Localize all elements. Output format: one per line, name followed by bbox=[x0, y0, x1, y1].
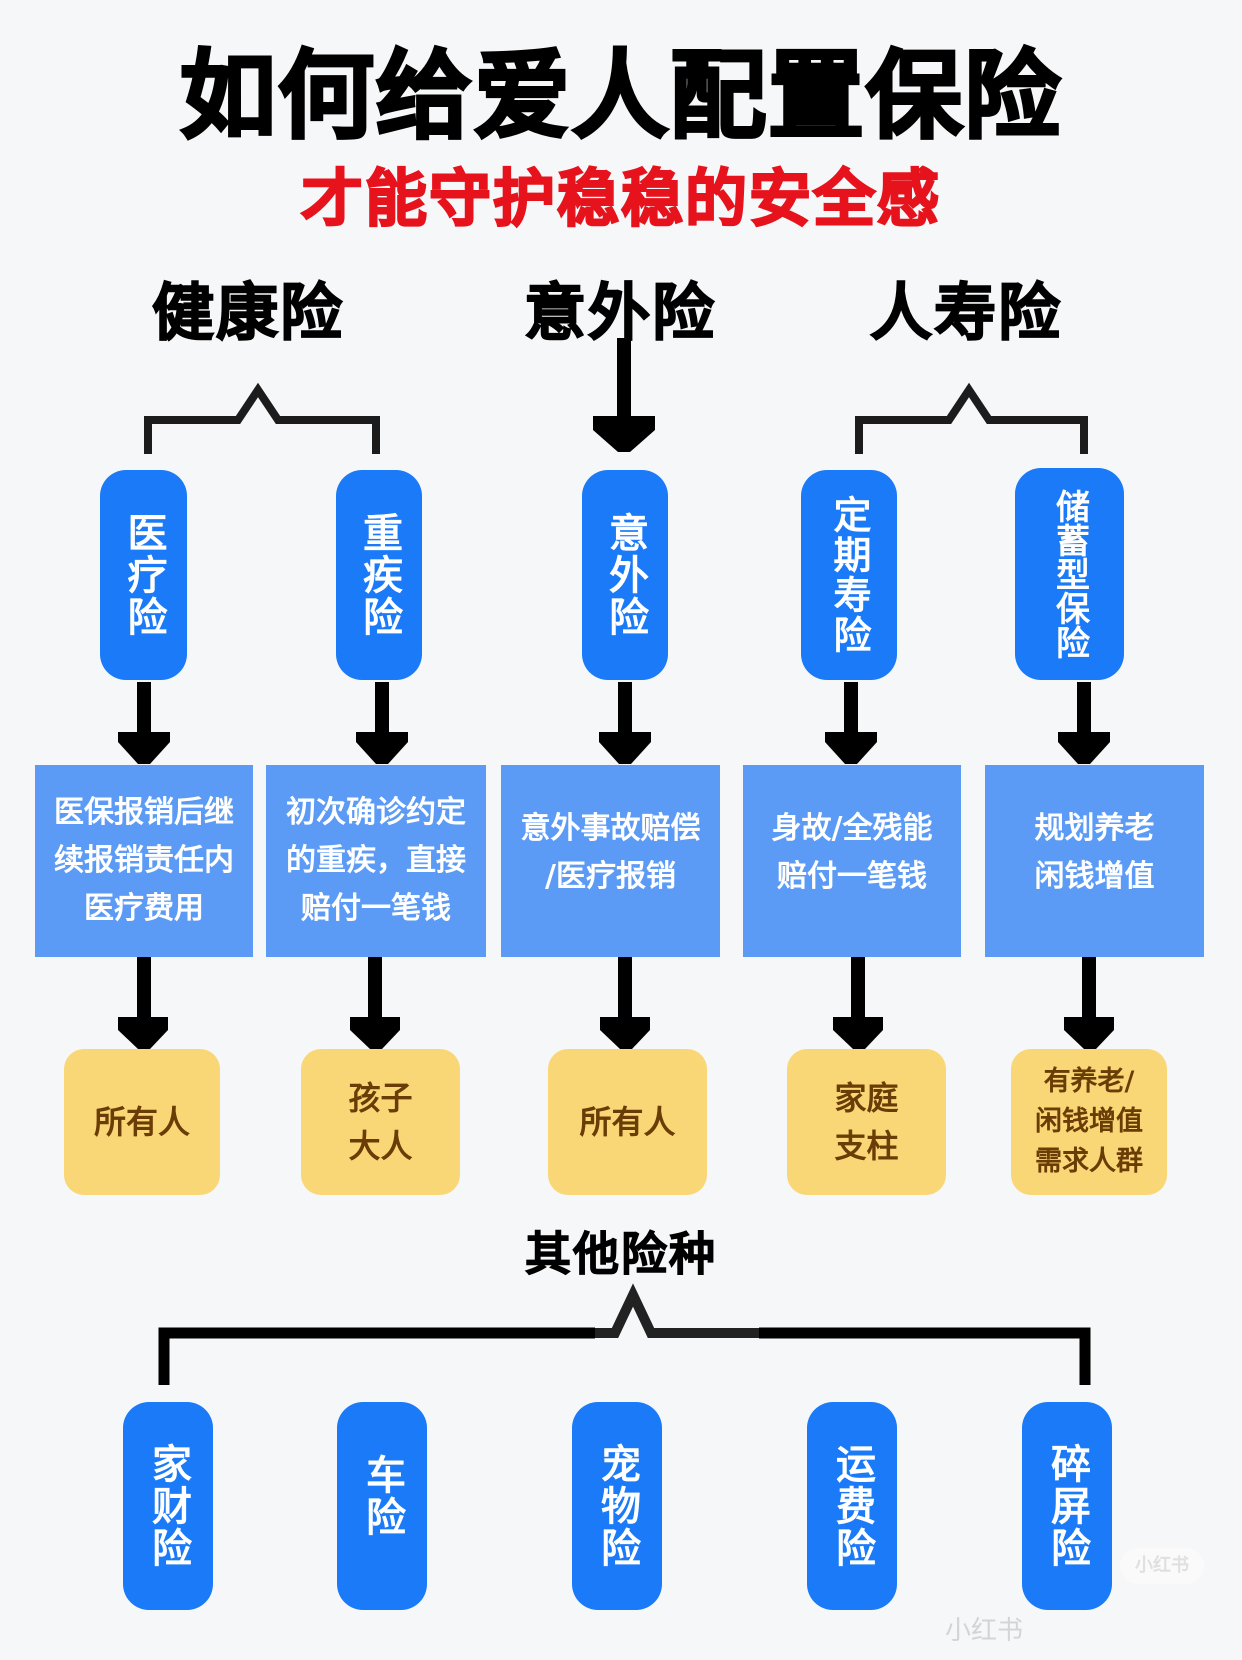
arrow-down-icon bbox=[350, 957, 400, 1049]
pill-car-insurance[interactable]: 车险 bbox=[337, 1402, 427, 1610]
watermark-badge: 小红书 bbox=[1120, 1548, 1204, 1584]
bracket-life bbox=[855, 382, 1088, 454]
pill-critical-illness-insurance[interactable]: 重疾险 bbox=[336, 470, 422, 680]
description-line: 续报销责任内 bbox=[54, 843, 234, 878]
pill-term-life-insurance[interactable]: 定期寿险 bbox=[801, 470, 897, 680]
bracket-other-peak bbox=[595, 1283, 759, 1338]
arrow-down-icon bbox=[600, 957, 650, 1049]
description-box-savings: 规划养老 闲钱增值 bbox=[985, 765, 1204, 957]
audience-box-term-life: 家庭 支柱 bbox=[787, 1049, 946, 1195]
pill-label: 家财险 bbox=[145, 1443, 191, 1569]
other-insurance-title: 其他险种 bbox=[525, 1227, 717, 1282]
pill-label: 储蓄型保险 bbox=[1049, 489, 1090, 659]
audience-box-savings: 有养老/ 闲钱增值 需求人群 bbox=[1011, 1049, 1167, 1195]
description-line: 初次确诊约定 bbox=[286, 795, 466, 830]
description-line: 赔付一笔钱 bbox=[301, 891, 451, 926]
description-line: 医保报销后继 bbox=[54, 795, 234, 830]
watermark-text: 小红书 bbox=[945, 1616, 1024, 1646]
bracket-other-right bbox=[759, 1327, 1091, 1385]
pill-label: 意外险 bbox=[602, 512, 648, 638]
page-title: 如何给爱人配置保险 bbox=[179, 39, 1062, 154]
arrow-down-icon bbox=[118, 957, 168, 1049]
category-life: 人寿险 bbox=[869, 275, 1062, 350]
description-line: 赔付一笔钱 bbox=[777, 859, 927, 894]
pill-medical-insurance[interactable]: 医疗险 bbox=[100, 470, 187, 680]
audience-box-critical-illness: 孩子 大人 bbox=[301, 1049, 460, 1195]
category-accident: 意外险 bbox=[523, 275, 716, 350]
pill-savings-insurance[interactable]: 储蓄型保险 bbox=[1015, 468, 1124, 680]
description-line: 医疗费用 bbox=[84, 891, 204, 926]
pill-shipping-fee-insurance[interactable]: 运费险 bbox=[807, 1402, 897, 1610]
audience-box-medical: 所有人 bbox=[64, 1049, 220, 1195]
pill-label: 运费险 bbox=[829, 1443, 875, 1569]
description-line: 意外事故赔偿 bbox=[520, 811, 701, 846]
pill-label: 定期寿险 bbox=[827, 495, 871, 655]
arrow-down-icon bbox=[1064, 957, 1114, 1049]
description-line: /医疗报销 bbox=[545, 859, 676, 894]
bracket-health bbox=[144, 382, 380, 454]
description-line: 身故/全残能 bbox=[771, 811, 933, 846]
arrow-down-icon bbox=[118, 682, 170, 764]
arrow-down-icon bbox=[833, 957, 883, 1049]
audience-box-accident: 所有人 bbox=[548, 1049, 707, 1195]
description-line: 规划养老 bbox=[1034, 811, 1155, 846]
pill-accident-insurance[interactable]: 意外险 bbox=[582, 470, 668, 680]
bracket-other bbox=[158, 1327, 595, 1385]
description-box-critical-illness: 初次确诊约定 的重疾，直接 赔付一笔钱 bbox=[266, 765, 486, 957]
arrow-down-icon bbox=[825, 682, 877, 764]
arrow-down-icon bbox=[356, 682, 408, 764]
pill-label: 宠物险 bbox=[594, 1443, 640, 1569]
pill-pet-insurance[interactable]: 宠物险 bbox=[572, 1402, 662, 1610]
arrow-down-icon bbox=[599, 682, 651, 764]
category-health: 健康险 bbox=[151, 275, 344, 350]
page-subtitle: 才能守护稳稳的安全感 bbox=[300, 161, 941, 236]
pill-label: 重疾险 bbox=[356, 512, 402, 638]
arrow-down-icon bbox=[1058, 682, 1110, 764]
pill-screen-damage-insurance[interactable]: 碎屏险 bbox=[1022, 1402, 1112, 1610]
pill-home-property-insurance[interactable]: 家财险 bbox=[123, 1402, 213, 1610]
description-box-term-life: 身故/全残能 赔付一笔钱 bbox=[743, 765, 961, 957]
arrows bbox=[118, 338, 1114, 1049]
pill-label: 医疗险 bbox=[120, 512, 167, 638]
arrow-down-icon bbox=[593, 338, 655, 452]
description-box-medical: 医保报销后继 续报销责任内 医疗费用 bbox=[35, 765, 253, 957]
pill-label: 车险 bbox=[359, 1454, 405, 1538]
description-box-accident: 意外事故赔偿 /医疗报销 bbox=[501, 765, 720, 957]
pill-label: 碎屏险 bbox=[1044, 1443, 1090, 1569]
description-line: 闲钱增值 bbox=[1034, 859, 1155, 894]
description-line: 的重疾，直接 bbox=[286, 843, 466, 878]
